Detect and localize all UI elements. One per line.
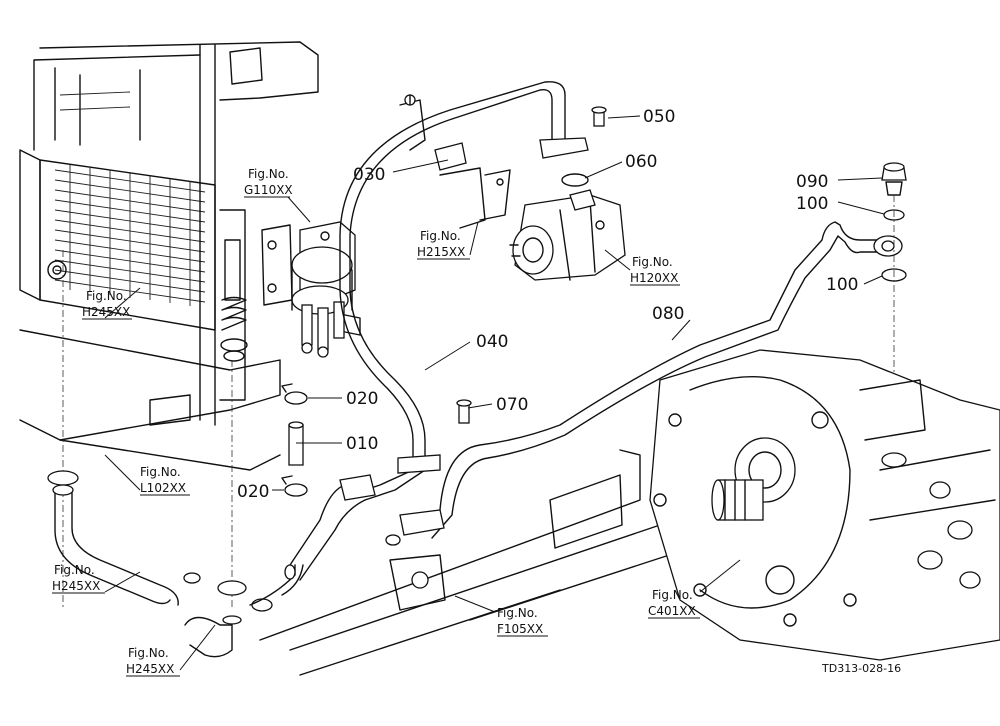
fig-ref-c401: Fig.No. C401XX [648,588,700,619]
chassis-frame [259,449,701,676]
hose-clamp-020-upper [281,383,308,405]
hose-010 [288,421,304,466]
leader-lines [104,115,885,671]
part-label-100-lower: 100 [826,275,858,295]
figure-references: Fig.No. G110XX Fig.No. H215XX Fig.No. H1… [52,167,700,677]
fig-ref-h245-upper: Fig.No. H245XX [82,289,132,320]
fig-ref-h120: Fig.No. H120XX [630,255,680,286]
svg-text:Fig.No.: Fig.No. [497,606,538,620]
svg-text:C401XX: C401XX [648,604,696,618]
part-label-040: 040 [476,332,508,352]
part-label-100-upper: 100 [796,194,828,214]
transmission-case [649,349,1000,661]
radiator-frame-assembly [19,41,319,610]
svg-text:F105XX: F105XX [497,622,543,636]
svg-text:Fig.No.: Fig.No. [632,255,673,269]
o-ring-060 [561,173,589,187]
drawing-id: TD313-028-16 [821,662,901,675]
fig-ref-h245-middle: Fig.No. H245XX [52,563,105,594]
lower-hoses [47,470,304,658]
fig-ref-l102: Fig.No. L102XX [140,465,190,496]
fig-ref-f105: Fig.No. F105XX [497,606,548,637]
svg-text:Fig.No.: Fig.No. [54,563,95,577]
part-label-090: 090 [796,172,828,192]
part-label-070: 070 [496,395,528,415]
fig-ref-h245-lower: Fig.No. H245XX [126,646,180,677]
svg-text:Fig.No.: Fig.No. [248,167,289,181]
hydraulic-valve-assembly [291,221,361,358]
svg-text:Fig.No.: Fig.No. [140,465,181,479]
bracket-030 [399,94,467,171]
hydraulic-pump [509,189,626,281]
svg-text:H120XX: H120XX [630,271,678,285]
hose-clamp-020-lower [281,475,308,497]
part-labels: 010 020 020 030 040 050 060 070 080 090 … [237,107,858,502]
part-label-020-lower: 020 [237,482,269,502]
cooler-fins [54,165,206,306]
fig-ref-g110: Fig.No. G110XX [244,167,293,198]
spring [220,296,248,362]
plug-090 [881,162,907,196]
part-label-080: 080 [652,304,684,324]
svg-text:H245XX: H245XX [52,579,100,593]
svg-text:H245XX: H245XX [126,662,174,676]
part-label-030: 030 [353,165,385,185]
pipe-040 [339,81,589,501]
part-label-060: 060 [625,152,657,172]
part-label-020-upper: 020 [346,389,378,409]
svg-text:H245XX: H245XX [82,305,130,319]
part-label-050: 050 [643,107,675,127]
svg-text:Fig.No.: Fig.No. [652,588,693,602]
bolt-070 [456,399,472,424]
svg-text:Fig.No.: Fig.No. [128,646,169,660]
svg-text:Fig.No.: Fig.No. [420,229,461,243]
part-label-010: 010 [346,434,378,454]
bolt-050 [591,106,607,127]
fig-ref-h215: Fig.No. H215XX [417,229,470,260]
suction-pipe [284,474,376,581]
svg-text:L102XX: L102XX [140,481,186,495]
svg-text:H215XX: H215XX [417,245,465,259]
pipe-bracket-h215 [439,167,511,229]
svg-text:G110XX: G110XX [244,183,293,197]
svg-text:Fig.No.: Fig.No. [86,289,127,303]
